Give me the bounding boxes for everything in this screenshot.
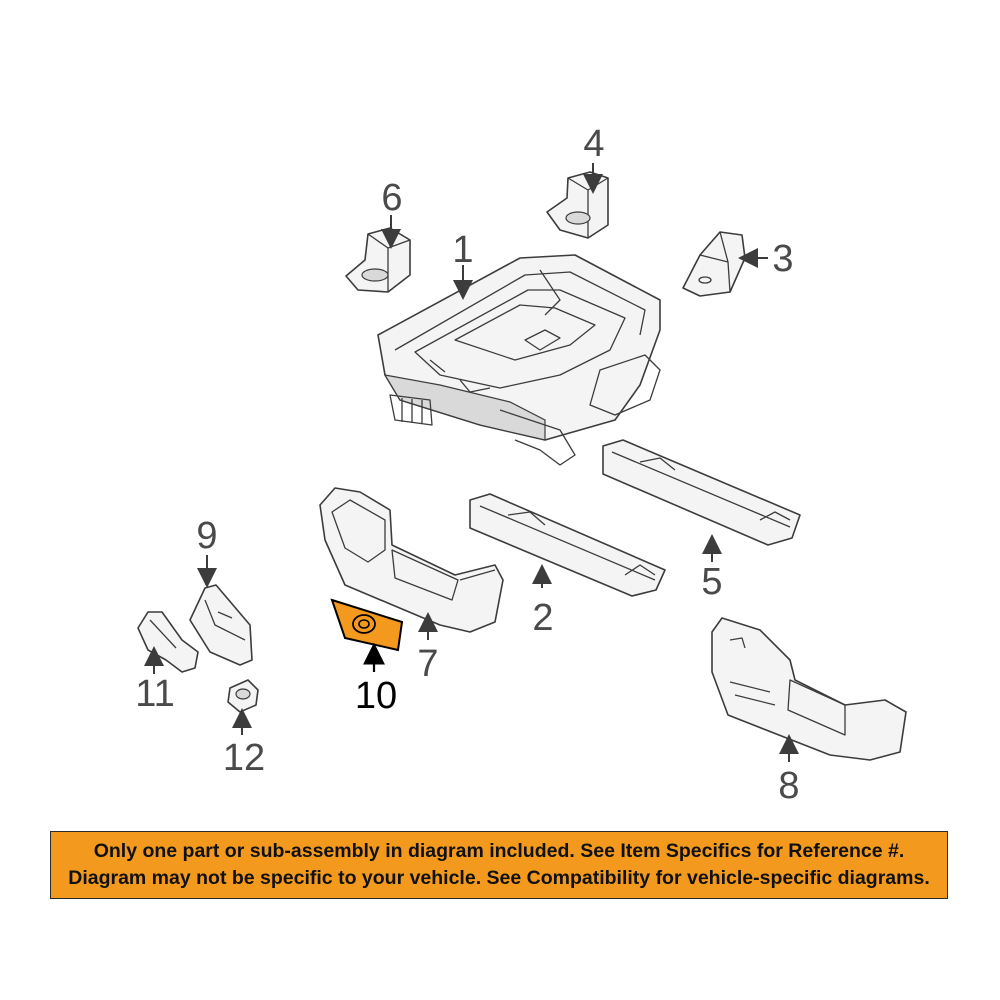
callout-9: 9	[196, 515, 217, 557]
callout-3: 3	[772, 238, 793, 280]
callout-10-highlighted: 10	[355, 675, 397, 717]
callout-7: 7	[417, 643, 438, 685]
callout-2: 2	[532, 597, 553, 639]
part-6-bracket	[345, 227, 411, 293]
callout-5: 5	[701, 561, 722, 603]
disclaimer-line-1: Only one part or sub-assembly in diagram…	[93, 840, 905, 862]
part-9-cover	[189, 584, 253, 666]
callout-6: 6	[381, 177, 402, 219]
part-12-knob	[227, 679, 259, 713]
disclaimer-line-2: Diagram may not be specific to your vehi…	[68, 867, 930, 889]
part-4-bracket	[546, 171, 609, 239]
leader-lines	[144, 163, 799, 762]
part-11-handle	[137, 611, 199, 673]
part-10-shield-highlighted	[330, 598, 404, 652]
callout-8: 8	[778, 765, 799, 807]
part-2-side-cover	[469, 493, 666, 597]
disclaimer-banner: Only one part or sub-assembly in diagram…	[50, 831, 948, 899]
part-3-bracket	[682, 231, 746, 297]
part-1-seat-frame	[377, 254, 661, 466]
part-8-outer-shield	[711, 617, 907, 761]
callout-11: 11	[135, 673, 174, 715]
callout-1: 1	[452, 229, 473, 271]
callout-12: 12	[223, 737, 265, 779]
callout-4: 4	[583, 123, 604, 165]
part-7-outer-shield	[319, 487, 504, 633]
part-5-side-cover	[602, 439, 801, 546]
